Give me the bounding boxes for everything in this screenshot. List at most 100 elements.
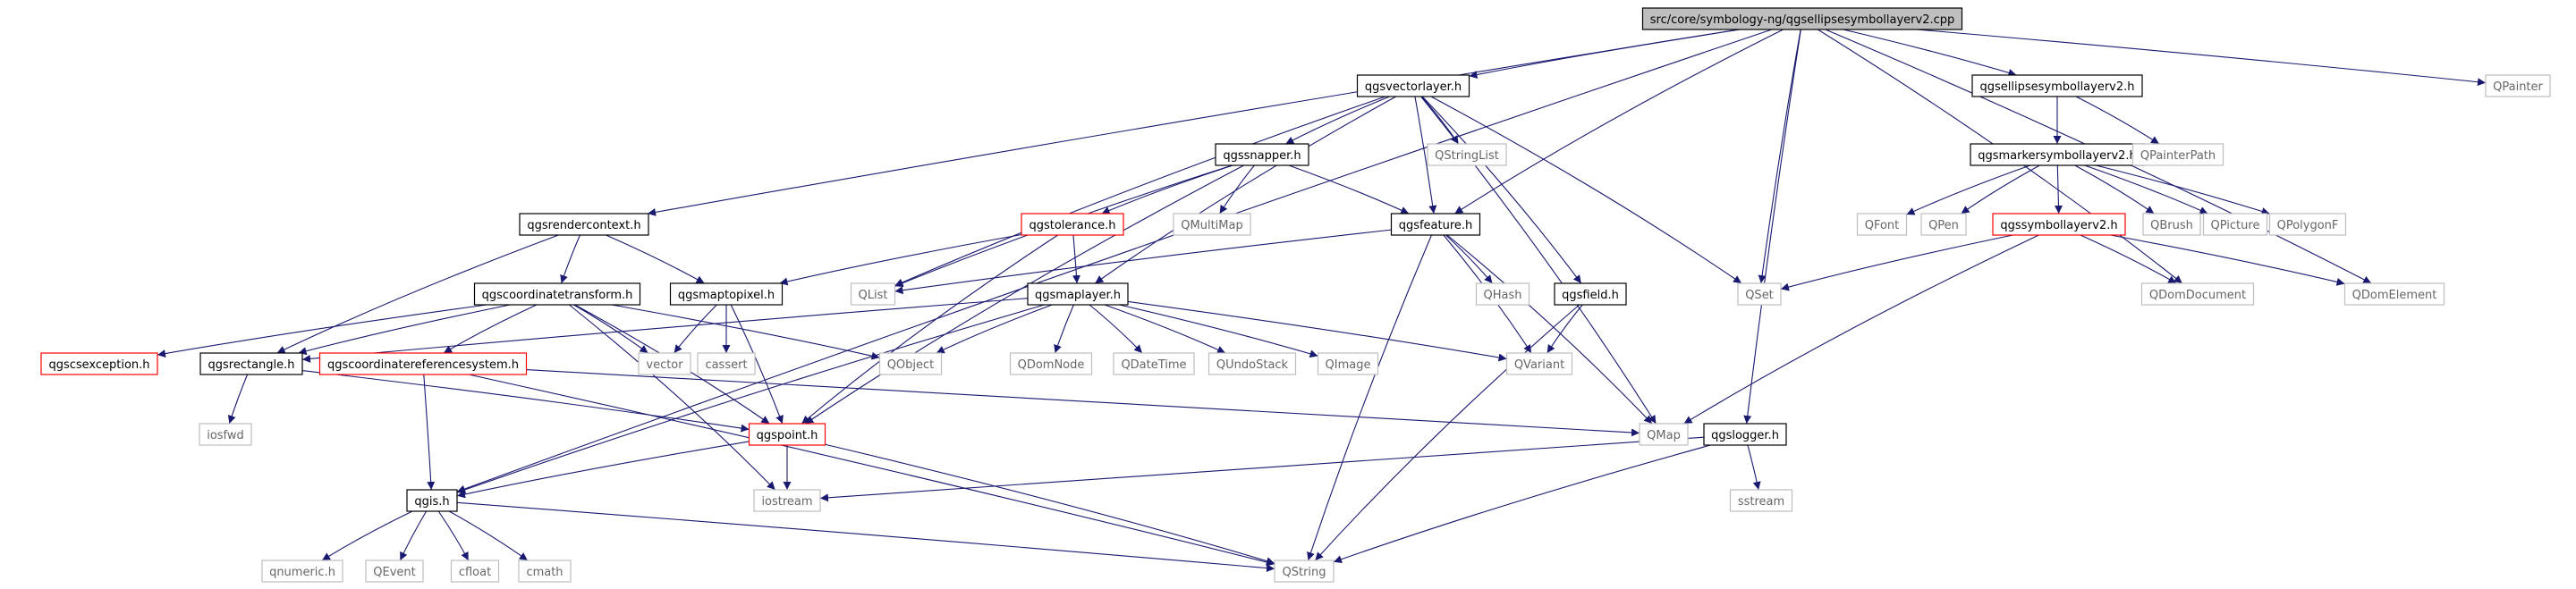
edge-root-to-qgsellipsesymbollayerv2 (1843, 29, 2017, 77)
node-box (318, 352, 528, 375)
edge-qgscoordinatetransform-to-qgscoordinatereferencesystem (443, 304, 538, 354)
node-box (1208, 352, 1297, 375)
node-qgspoint[interactable]: qgspoint.h (748, 423, 826, 446)
node-label: QDomNode (1018, 358, 1085, 372)
node-qgslogger[interactable]: qgslogger.h (1703, 423, 1787, 446)
node-qgsellipsesymbollayerv2[interactable]: qgsellipsesymbollayerv2.h (1971, 74, 2143, 97)
edge-qgstolerance-to-qgsmaplayer (1072, 234, 1080, 284)
node-qmultimap: QMultiMap (1173, 213, 1251, 236)
node-qgsrendercontext[interactable]: qgsrendercontext.h (519, 213, 649, 236)
node-qpainterpath: QPainterPath (2131, 143, 2224, 166)
node-label: cmath (526, 566, 563, 579)
node-label: QHash (1484, 289, 1522, 302)
edge-qgsmaptopixel-to-vector (674, 304, 717, 354)
node-box (2131, 143, 2224, 166)
edge-qgsmarkersymbollayerv2-to-qpen (1961, 164, 2040, 215)
edge-qgscoordinatereferencesystem-to-qstring (468, 374, 1275, 567)
node-label: QFont (1865, 219, 1900, 232)
node-qgscsexception[interactable]: qgscsexception.h (40, 352, 158, 375)
edge-qgsmaplayer-to-qdomnode (1054, 304, 1074, 354)
node-box (1505, 352, 1573, 375)
node-label: qgscoordinatereferencesystem.h (327, 358, 519, 372)
node-qpainter: QPainter (2485, 74, 2551, 97)
node-qgsfield[interactable]: qgsfield.h (1554, 282, 1627, 306)
edge-qgscoordinatetransform-to-iostream (569, 304, 776, 491)
edge-qgsmarkersymbollayerv2-to-qpicture (2084, 164, 2208, 215)
node-qdomdocument: QDomDocument (2140, 282, 2255, 306)
node-label: src/core/symbology-ng/qgsellipsesymbolla… (1650, 13, 1955, 27)
edge-qgis-to-qnumeric (321, 510, 413, 561)
edge-qgis-to-cfloat (437, 510, 470, 561)
node-label: QPolygonF (2277, 219, 2339, 232)
node-box (1274, 560, 1335, 583)
node-label: qgsrendercontext.h (527, 219, 640, 232)
edge-qgssnapper-to-qgspoint (805, 164, 1244, 425)
node-label: QDomElement (2352, 289, 2437, 302)
edge-qgsvectorlayer-to-qgsmaplayer (1094, 96, 1396, 284)
edge-qgspoint-to-qgis (456, 441, 750, 499)
edge-qgsvectorlayer-to-qmap (1420, 96, 1657, 425)
node-box (1173, 213, 1251, 236)
node-label: cfloat (459, 566, 491, 579)
node-qpolygonf: QPolygonF (2268, 213, 2347, 236)
node-box (261, 560, 343, 583)
node-box (697, 352, 756, 375)
node-label: cassert (705, 358, 747, 372)
node-qgsmaptopixel[interactable]: qgsmaptopixel.h (669, 282, 784, 306)
node-box (199, 352, 303, 375)
node-cfloat: cfloat (450, 560, 500, 583)
edge-qgsmarkersymbollayerv2-to-qfont (1906, 164, 2031, 215)
node-qset: QSet (1737, 282, 1782, 306)
edge-qgssymbollayerv2-to-qmap (1683, 234, 2039, 425)
edge-qgssnapper-to-qmultimap (1219, 164, 1255, 215)
node-box (2142, 213, 2201, 236)
node-label: QPainterPath (2140, 149, 2216, 163)
node-root[interactable]: src/core/symbology-ng/qgsellipsesymbolla… (1641, 7, 1963, 30)
node-cmath: cmath (518, 560, 572, 583)
node-box (669, 282, 784, 306)
node-qevent: QEvent (365, 560, 424, 583)
node-qgsfeature[interactable]: qgsfeature.h (1390, 213, 1481, 236)
node-qgstolerance[interactable]: qgstolerance.h (1021, 213, 1124, 236)
edge-root-to-qgsfeature (1454, 29, 1784, 215)
edge-qgsmaplayer-to-qimage (1119, 304, 1318, 358)
node-label: qgstolerance.h (1029, 219, 1115, 232)
edge-qgsrendercontext-to-qgsmaptopixel (606, 234, 705, 284)
edge-qgsmaplayer-to-qobject (936, 304, 1053, 354)
node-qgssymbollayerv2[interactable]: qgssymbollayerv2.h (1992, 213, 2126, 236)
node-sstream: sstream (1729, 489, 1793, 512)
node-qgsrectangle[interactable]: qgsrectangle.h (199, 352, 303, 375)
node-qgscoordinatetransform[interactable]: qgscoordinatetransform.h (473, 282, 641, 306)
node-label: qgsmaptopixel.h (678, 289, 775, 302)
node-label: QEvent (373, 566, 415, 579)
edge-root-to-qgsvectorlayer (1469, 29, 1741, 79)
node-qgsmarkersymbollayerv2[interactable]: qgsmarkersymbollayerv2.h (1970, 143, 2145, 166)
node-qgssnapper[interactable]: qgssnapper.h (1215, 143, 1309, 166)
node-box (1390, 213, 1481, 236)
edge-root-to-qgsrendercontext (647, 29, 1740, 216)
edge-qgsfeature-to-qlist (894, 229, 1392, 295)
node-box (878, 352, 943, 375)
edge-qgsmaplayer-to-qdatetime (1089, 304, 1143, 354)
edge-qgsrectangle-to-iosfwd (227, 374, 249, 425)
node-label: iostream (761, 495, 812, 509)
node-box (1971, 74, 2143, 97)
node-box (748, 423, 826, 446)
node-qhash: QHash (1475, 282, 1530, 306)
edge-qgsmaplayer-to-qgis (456, 304, 1045, 494)
node-qobject: QObject (878, 352, 943, 375)
node-qgscoordinatereferencesystem[interactable]: qgscoordinatereferencesystem.h (318, 352, 528, 375)
node-label: qgspoint.h (757, 429, 818, 442)
node-label: QStringList (1435, 149, 1499, 163)
node-qdomnode: QDomNode (1009, 352, 1093, 375)
node-box (638, 352, 691, 375)
node-qgis[interactable]: qgis.h (406, 489, 458, 512)
node-box (40, 352, 158, 375)
node-label: QMultiMap (1181, 219, 1242, 232)
node-qgsvectorlayer[interactable]: qgsvectorlayer.h (1356, 74, 1470, 97)
node-qgsmaplayer[interactable]: qgsmaplayer.h (1027, 282, 1129, 306)
node-box (1729, 489, 1793, 512)
edge-qgsmarkersymbollayerv2-to-qpolygonf (2095, 164, 2270, 215)
node-label: qgslogger.h (1711, 429, 1779, 442)
edge-qgscoordinatetransform-to-qobject (611, 304, 880, 360)
